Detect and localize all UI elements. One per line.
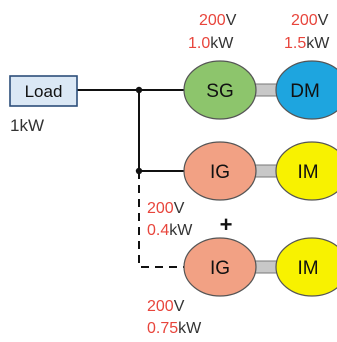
ig-im-set-1: IG IM — [183, 141, 337, 201]
ig2-dashed-feed-wire — [138, 171, 186, 268]
bus-junction-dot — [135, 86, 143, 94]
ig1-voltage-label: 200V — [147, 200, 185, 217]
load-power-label: 1kW — [10, 116, 44, 135]
ig2-voltage-label: 200V — [147, 298, 185, 315]
dm-label: DM — [290, 81, 320, 102]
ig2-rating: 200V 0.75kW — [147, 298, 202, 337]
load-block: Load 1kW — [9, 75, 78, 135]
im-circle-2 — [275, 237, 337, 297]
im-label-2: IM — [297, 258, 318, 279]
sg-voltage-label: 200V — [199, 12, 237, 29]
ig1-power-label: 0.4kW — [147, 222, 193, 239]
sg-label: SG — [206, 81, 233, 102]
ig-label-2: IG — [210, 258, 230, 279]
sg-circle — [183, 60, 257, 120]
load-label: Load — [25, 82, 63, 101]
dm-rating: 200V 1.5kW — [284, 12, 330, 52]
dm-circle — [275, 60, 337, 120]
sg-dm-set: SG DM — [183, 60, 337, 120]
dm-power-label: 1.5kW — [284, 35, 330, 52]
ig-im-set-2: IG IM — [183, 237, 337, 297]
ig1-rating: 200V 0.4kW — [147, 200, 193, 239]
dm-voltage-label: 200V — [291, 12, 329, 29]
wiring — [77, 89, 186, 268]
ig-label-1: IG — [210, 162, 230, 183]
sg-rating: 200V 1.0kW — [188, 12, 237, 52]
ig-junction-dot — [135, 167, 143, 175]
im-label-1: IM — [297, 162, 318, 183]
im-circle-1 — [275, 141, 337, 201]
ig2-power-label: 0.75kW — [147, 320, 202, 337]
sg-power-label: 1.0kW — [188, 35, 234, 52]
load-box — [9, 75, 78, 107]
plus-sign: + — [220, 212, 233, 237]
ig-circle-1 — [183, 141, 257, 201]
ig-circle-2 — [183, 237, 257, 297]
